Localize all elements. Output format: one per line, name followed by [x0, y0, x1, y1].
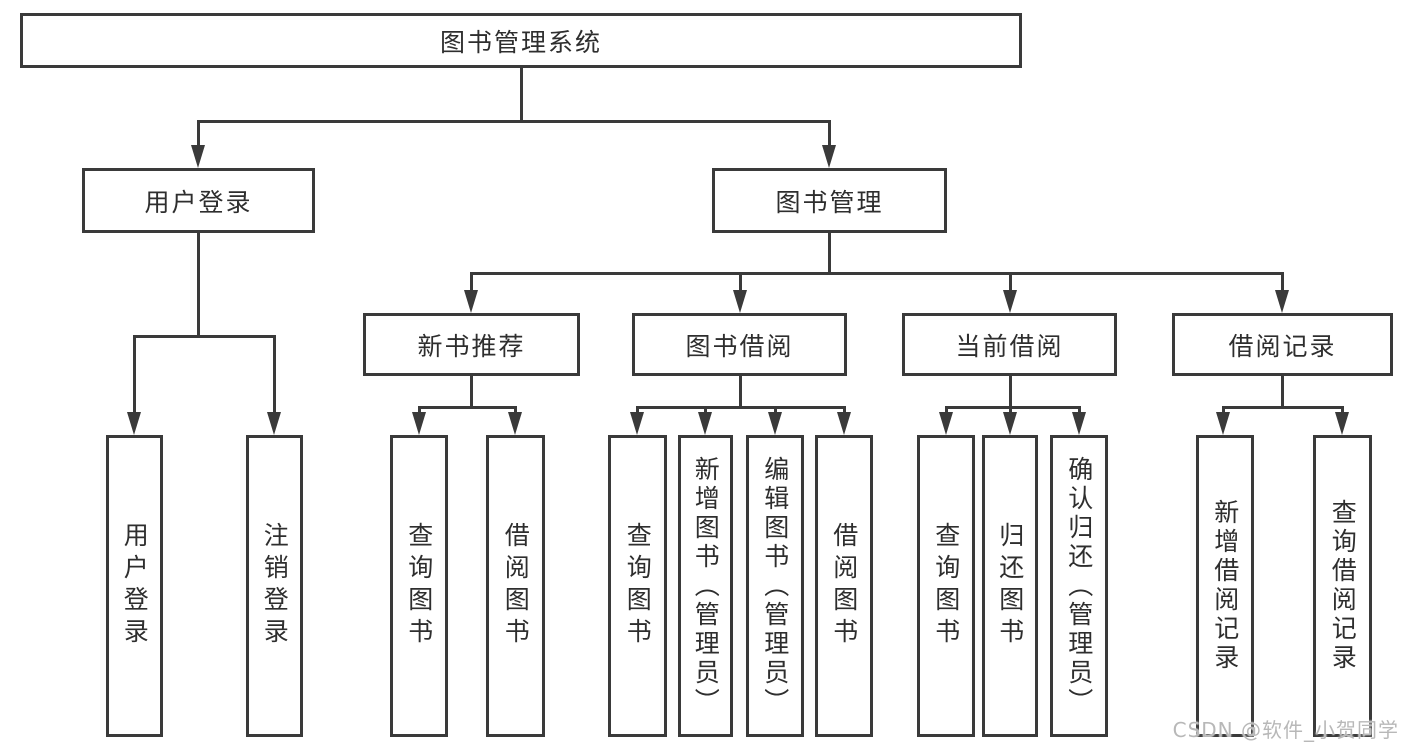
connector-mgmt-drop-1 [470, 272, 473, 292]
connector-login-stem [197, 233, 200, 335]
leaf-current-query-books-label: 查询图书 [931, 522, 961, 650]
connector-current-drop-2 [1009, 406, 1012, 414]
connector-root-drop-right [828, 120, 831, 147]
leaf-borrow-query-books-label: 查询图书 [623, 522, 653, 650]
arrow-down-icon [698, 412, 712, 435]
leaf-add-books-admin-label: 新增图书（管理员） [691, 455, 721, 717]
connector-borrow-bar [636, 406, 846, 409]
arrow-down-icon [939, 412, 953, 435]
leaf-rec-borrow-books: 借阅图书 [486, 435, 545, 737]
leaf-query-borrow-record: 查询借阅记录 [1313, 435, 1372, 737]
leaf-confirm-return-admin: 确认归还（管理员） [1050, 435, 1108, 737]
leaf-add-borrow-record: 新增借阅记录 [1196, 435, 1254, 737]
leaf-logout-label: 注销登录 [260, 522, 290, 650]
leaf-user-login: 用户登录 [106, 435, 163, 737]
arrow-down-icon [837, 412, 851, 435]
connector-current-stem [1009, 376, 1012, 406]
leaf-rec-query-books-label: 查询图书 [404, 522, 434, 650]
node-book-management-label: 图书管理 [775, 187, 884, 217]
arrow-down-icon [1003, 412, 1017, 435]
leaf-query-borrow-record-label: 查询借阅记录 [1328, 499, 1358, 673]
leaf-rec-query-books: 查询图书 [390, 435, 448, 737]
csdn-watermark: CSDN @软件_小贺同学 [1172, 718, 1399, 742]
connector-current-drop-1 [945, 406, 948, 414]
connector-root-bar [197, 120, 831, 123]
leaf-add-borrow-record-label: 新增借阅记录 [1210, 499, 1240, 673]
connector-rec-stem [470, 376, 473, 406]
arrow-down-icon [1275, 290, 1289, 313]
leaf-return-books: 归还图书 [982, 435, 1038, 737]
arrow-down-icon [733, 290, 747, 313]
node-borrowing-records: 借阅记录 [1172, 313, 1393, 376]
connector-mgmt-drop-2 [739, 272, 742, 292]
arrow-down-icon [1216, 412, 1230, 435]
node-root-label: 图书管理系统 [439, 27, 602, 57]
arrow-down-icon [267, 412, 281, 435]
connector-root-drop-left [197, 120, 200, 147]
leaf-rec-borrow-books-label: 借阅图书 [501, 522, 531, 650]
connector-root-stem [520, 68, 523, 120]
node-new-book-recommend: 新书推荐 [363, 313, 580, 376]
leaf-borrow-books: 借阅图书 [815, 435, 873, 737]
leaf-current-query-books: 查询图书 [917, 435, 975, 737]
node-user-login-label: 用户登录 [144, 187, 253, 217]
leaf-confirm-return-admin-label: 确认归还（管理员） [1064, 455, 1094, 717]
arrow-down-icon [630, 412, 644, 435]
leaf-return-books-label: 归还图书 [995, 522, 1025, 650]
connector-borrow-drop-3 [774, 406, 777, 414]
arrow-down-icon [1072, 412, 1086, 435]
node-book-management: 图书管理 [712, 168, 947, 233]
leaf-edit-books-admin-label: 编辑图书（管理员） [760, 455, 790, 717]
connector-mgmt-bar [470, 272, 1284, 275]
arrow-down-icon [822, 145, 836, 168]
connector-login-drop-right [273, 335, 276, 413]
node-root-system: 图书管理系统 [20, 13, 1022, 68]
connector-records-drop-1 [1222, 406, 1225, 414]
connector-borrow-drop-2 [704, 406, 707, 414]
node-borrowing-records-label: 借阅记录 [1228, 331, 1337, 361]
connector-mgmt-drop-4 [1281, 272, 1284, 292]
connector-borrow-drop-4 [843, 406, 846, 414]
connector-mgmt-stem [828, 233, 831, 272]
arrow-down-icon [191, 145, 205, 168]
node-book-borrowing: 图书借阅 [632, 313, 847, 376]
connector-borrow-stem [739, 376, 742, 406]
arrow-down-icon [127, 412, 141, 435]
connector-rec-drop-1 [418, 406, 421, 414]
leaf-edit-books-admin: 编辑图书（管理员） [746, 435, 804, 737]
leaf-borrow-query-books: 查询图书 [608, 435, 667, 737]
arrow-down-icon [464, 290, 478, 313]
leaf-borrow-books-label: 借阅图书 [829, 522, 859, 650]
connector-rec-bar [418, 406, 517, 409]
connector-records-bar [1222, 406, 1344, 409]
node-user-login: 用户登录 [82, 168, 315, 233]
node-book-borrowing-label: 图书借阅 [685, 331, 794, 361]
connector-mgmt-drop-3 [1009, 272, 1012, 292]
leaf-user-login-label: 用户登录 [120, 522, 150, 650]
node-current-borrowing-label: 当前借阅 [955, 331, 1064, 361]
node-current-borrowing: 当前借阅 [902, 313, 1117, 376]
connector-current-bar [945, 406, 1081, 409]
connector-login-bar [133, 335, 276, 338]
connector-rec-drop-2 [514, 406, 517, 414]
connector-records-drop-2 [1341, 406, 1344, 414]
connector-records-stem [1281, 376, 1284, 406]
node-new-book-recommend-label: 新书推荐 [417, 331, 526, 361]
connector-login-drop-left [133, 335, 136, 413]
arrow-down-icon [1335, 412, 1349, 435]
arrow-down-icon [768, 412, 782, 435]
leaf-add-books-admin: 新增图书（管理员） [678, 435, 733, 737]
arrow-down-icon [1003, 290, 1017, 313]
leaf-logout: 注销登录 [246, 435, 303, 737]
arrow-down-icon [508, 412, 522, 435]
connector-current-drop-3 [1078, 406, 1081, 414]
arrow-down-icon [412, 412, 426, 435]
connector-borrow-drop-1 [636, 406, 639, 414]
